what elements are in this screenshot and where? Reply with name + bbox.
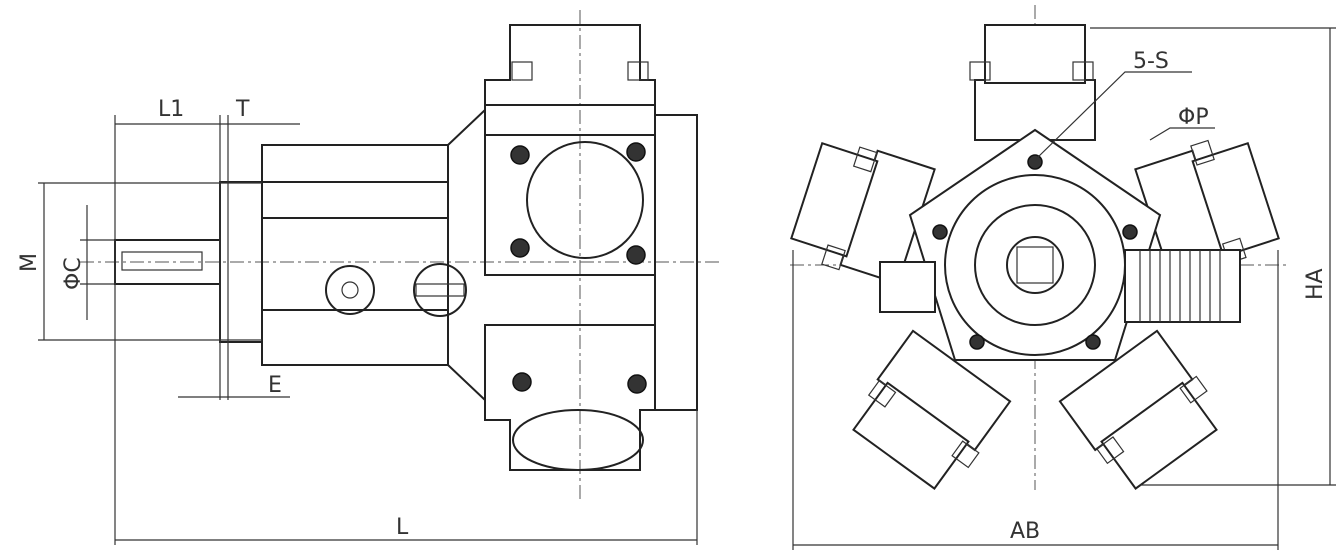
port-hole [341, 281, 359, 299]
dim-label-e: E [268, 373, 282, 398]
top-bolt [511, 61, 533, 81]
cylinder-bolt [852, 146, 878, 173]
bolt-icon [1027, 154, 1043, 170]
bolt-icon [969, 334, 985, 350]
cylinder-head [1100, 381, 1218, 490]
cylinder-bolt [867, 379, 897, 408]
motor-body [261, 144, 449, 366]
label-phi-p: ΦP [1178, 105, 1209, 130]
dim-label-l: L [396, 515, 409, 540]
hub-flange [944, 174, 1126, 356]
valve-housing [1124, 249, 1241, 323]
valve-fins [1139, 250, 1221, 322]
bottom-cylinder [484, 324, 656, 471]
dim-label-ha: HA [1303, 268, 1328, 300]
dim-label-phi-c: ΦC [61, 257, 86, 290]
bolt-icon [510, 238, 530, 258]
bolt-icon [512, 372, 532, 392]
bolt-icon [626, 142, 646, 162]
rear-cover [654, 114, 698, 411]
valve-plug [413, 263, 467, 317]
center-cylinder-head [526, 141, 644, 259]
body-taper [447, 109, 486, 401]
label-5-s: 5-S [1133, 49, 1169, 74]
bolt-icon [510, 145, 530, 165]
bolt-icon [626, 245, 646, 265]
dim-label-t: T [235, 97, 250, 122]
shaft-key [121, 251, 203, 271]
shaft-bore [1006, 236, 1064, 294]
cylinder-bolt [1190, 139, 1215, 166]
bolt-icon [627, 374, 647, 394]
dim-label-l1: L1 [158, 97, 184, 122]
front-view: 5-S ΦP AB HA [790, 5, 1336, 550]
shaft-key-square [1016, 246, 1054, 284]
dim-label-m: M [17, 253, 42, 272]
cylinder-head [984, 24, 1086, 84]
side-view: L1 T E L M ΦC [17, 10, 720, 545]
cylinder [969, 24, 1096, 141]
cylinder-head [790, 142, 879, 258]
cylinder-head [852, 381, 970, 490]
top-bolt [627, 61, 649, 81]
bolt-icon [1122, 224, 1138, 240]
leader-5s [1034, 71, 1192, 161]
cylinder-bolt [1179, 375, 1208, 404]
hub-ring [974, 204, 1096, 326]
port-fitting [325, 265, 375, 315]
port-fitting [879, 261, 936, 313]
dim-label-ab: AB [1010, 519, 1040, 544]
cylinder-head [1191, 142, 1280, 258]
cylinder-bolt [951, 440, 980, 469]
valve-slot [415, 283, 465, 297]
leader-phi-p [1149, 127, 1215, 141]
cylinder [790, 142, 936, 285]
cylinder [852, 329, 1012, 490]
cylinder-bolt [1072, 61, 1094, 81]
radial-cylinders [790, 24, 1280, 490]
cylinder-bolt [1095, 436, 1125, 465]
bottom-cylinder-head [512, 409, 644, 471]
bolt-icon [932, 224, 948, 240]
bolt-icon [1085, 334, 1101, 350]
cylinder-bolt [969, 61, 991, 81]
cylinder-bolt [821, 244, 846, 271]
cylinder [1058, 329, 1218, 490]
